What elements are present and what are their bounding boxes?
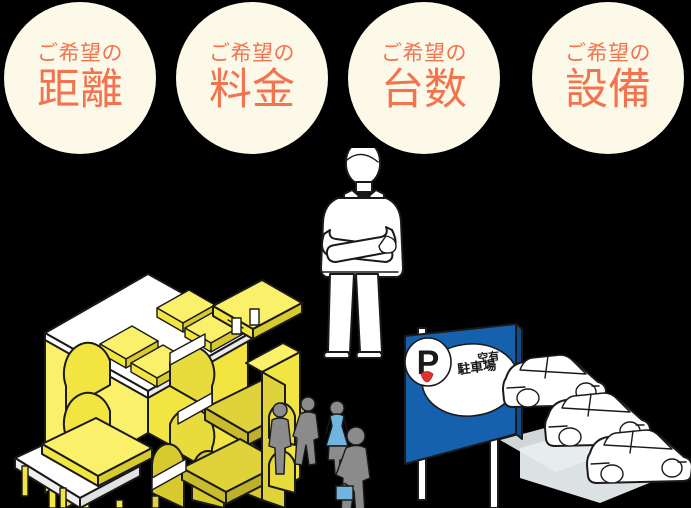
businessman-figure xyxy=(320,148,404,359)
pedestrian-figure-dress xyxy=(325,400,349,475)
feature-badge-facilities[interactable]: ご希望の 設備 xyxy=(532,2,684,154)
feature-badge-kicker: ご希望の xyxy=(381,42,467,66)
parking-lot-sign: P 駐車場 空有 xyxy=(404,323,523,508)
sign-text-block: 駐車場 空有 xyxy=(457,348,501,377)
building-canopy xyxy=(212,279,303,340)
feature-badge-word: 距離 xyxy=(37,66,123,115)
svg-text:空有: 空有 xyxy=(477,348,501,365)
feature-badge-kicker: ご希望の xyxy=(209,42,295,66)
building-entrance-deck xyxy=(14,417,153,508)
feature-badge-capacity[interactable]: ご希望の 台数 xyxy=(348,2,500,154)
feature-badge-price[interactable]: ご希望の 料金 xyxy=(176,2,328,154)
pedestrian-figure xyxy=(268,402,292,475)
car-figure xyxy=(586,429,691,484)
parking-scene-illustration: .ol { stroke:#1a1a1a; stroke-width:2; st… xyxy=(0,148,691,508)
car-group xyxy=(502,354,691,484)
feature-badge-word: 料金 xyxy=(209,66,295,115)
sign-p-mark: P xyxy=(417,344,440,382)
pedestrian-group xyxy=(268,396,371,508)
parking-garage-building xyxy=(14,273,306,508)
svg-text:駐車場: 駐車場 xyxy=(457,357,498,377)
feature-badge-kicker: ご希望の xyxy=(37,42,123,66)
building-right-arches xyxy=(169,345,216,473)
feature-badge-kicker: ご希望の xyxy=(565,42,651,66)
feature-badge-distance[interactable]: ご希望の 距離 xyxy=(4,2,156,154)
feature-badge-row: ご希望の 距離 ご希望の 料金 ご希望の 台数 ご希望の 設備 xyxy=(0,0,691,155)
building-window-strip xyxy=(151,333,213,491)
feature-badge-word: 台数 xyxy=(381,66,467,115)
pedestrian-figure-with-bag xyxy=(335,426,371,508)
feature-badge-word: 設備 xyxy=(565,66,651,115)
pedestrian-figure xyxy=(292,396,320,466)
